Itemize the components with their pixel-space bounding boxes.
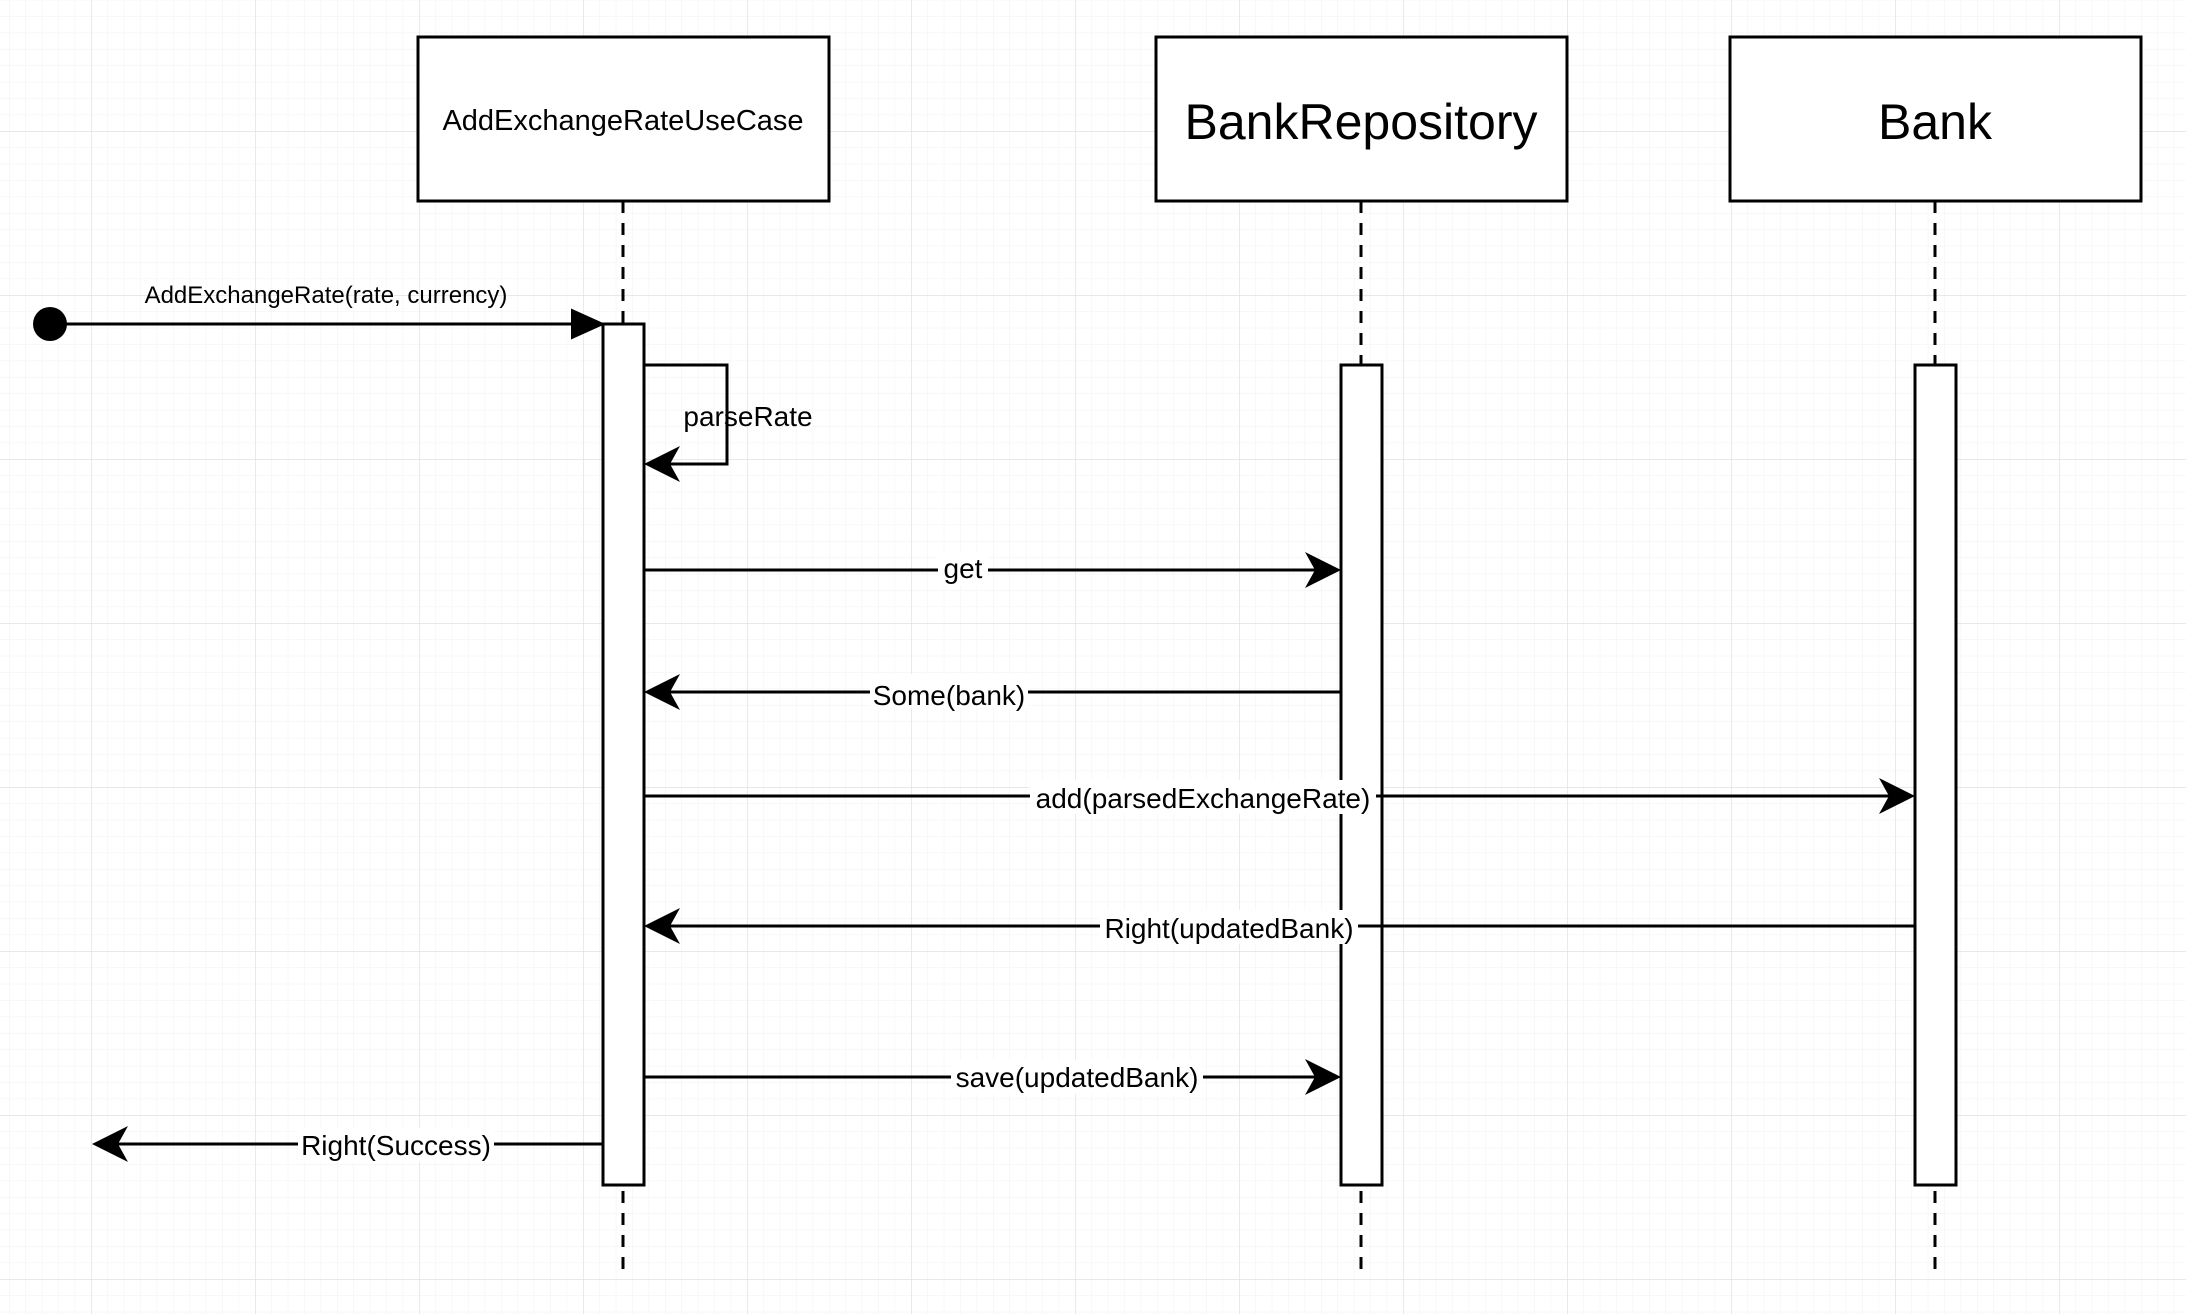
message-label: parseRate xyxy=(683,401,812,432)
label-background xyxy=(1100,910,1358,944)
message-label: add(parsedExchangeRate) xyxy=(1036,783,1371,814)
label-background xyxy=(870,674,1028,708)
arrowhead-open xyxy=(644,674,680,710)
activation-bank xyxy=(1913,363,1958,1187)
participant-box xyxy=(416,35,831,203)
message-right-success: Right(Success) xyxy=(92,1126,603,1162)
message-label: Right(updatedBank) xyxy=(1104,913,1353,944)
message-line xyxy=(644,363,729,466)
participant-box xyxy=(1728,35,2143,203)
message-save: save(updatedBank) xyxy=(644,1059,1341,1095)
label-background xyxy=(298,1128,494,1162)
activation-usecase xyxy=(601,322,646,1187)
participant-label: AddExchangeRateUseCase xyxy=(442,105,803,137)
message-some-bank: Some(bank) xyxy=(644,674,1341,711)
label-background xyxy=(951,1060,1203,1094)
message-label: Right(Success) xyxy=(301,1130,491,1161)
arrowhead-open xyxy=(92,1126,128,1162)
arrowhead-open xyxy=(1305,1059,1341,1095)
participant-repo: BankRepository xyxy=(1154,35,1569,203)
activations xyxy=(601,322,1958,1187)
participant-label: BankRepository xyxy=(1185,94,1538,150)
arrowhead-open xyxy=(644,446,680,482)
activation-repo xyxy=(1339,363,1384,1187)
message-label: AddExchangeRate(rate, currency) xyxy=(145,282,508,309)
participant-bank: Bank xyxy=(1728,35,2143,203)
participant-label: Bank xyxy=(1878,94,1993,150)
message-add: add(parsedExchangeRate) xyxy=(644,778,1915,814)
message-label: get xyxy=(944,553,983,584)
message-parse-rate: parseRate xyxy=(644,363,813,482)
message-right-updated-bank: Right(updatedBank) xyxy=(644,908,1915,944)
arrowhead-filled xyxy=(571,308,606,340)
arrowhead-open xyxy=(1305,552,1341,588)
participant-usecase: AddExchangeRateUseCase xyxy=(416,35,831,203)
message-label: save(updatedBank) xyxy=(956,1062,1199,1093)
message-get: get xyxy=(644,552,1341,588)
message-label: Some(bank) xyxy=(873,680,1026,711)
arrowhead-open xyxy=(644,908,680,944)
arrowhead-open xyxy=(1879,778,1915,814)
participant-box xyxy=(1154,35,1569,203)
message-entry: AddExchangeRate(rate, currency) xyxy=(33,282,606,341)
label-background xyxy=(1030,780,1376,814)
label-background xyxy=(938,552,988,586)
